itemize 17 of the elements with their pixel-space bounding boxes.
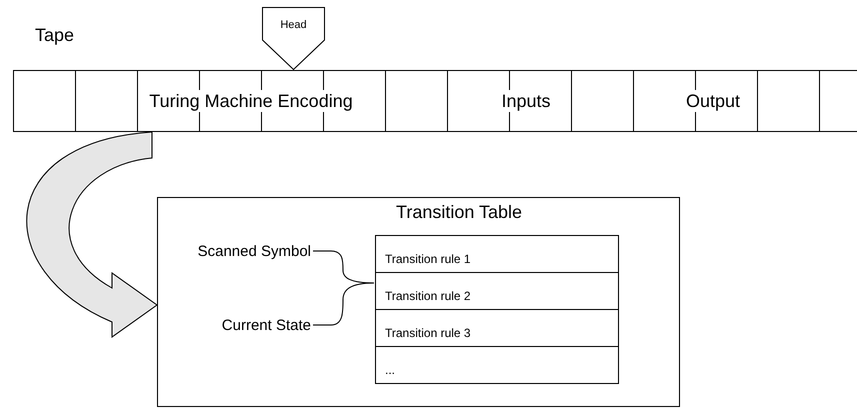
head-label: Head	[279, 19, 308, 31]
table-row: Transition rule 3	[375, 309, 619, 347]
tape-section-label: Turing Machine Encoding	[149, 90, 353, 112]
head-pointer	[262, 7, 325, 70]
table-row: Transition rule 2	[375, 272, 619, 310]
table-panel	[157, 197, 680, 407]
table-row: Transition rule 1	[375, 235, 619, 273]
input-label: Scanned Symbol	[171, 241, 311, 263]
brace-connector	[312, 282, 374, 326]
curved-block-arrow	[26, 132, 158, 338]
tape-section-label: Output	[686, 90, 740, 112]
input-label: Current State	[191, 315, 311, 337]
tape-section-label: Inputs	[501, 90, 551, 112]
table-row: ...	[375, 346, 619, 384]
table-title: Transition Table	[396, 202, 522, 223]
tape-strip	[13, 70, 857, 132]
tape-title: Tape	[35, 25, 74, 46]
